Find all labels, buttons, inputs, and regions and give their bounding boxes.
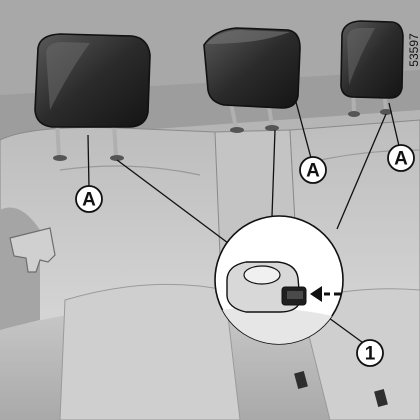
callout-1-button: 1 bbox=[357, 340, 383, 366]
release-button-face bbox=[287, 291, 303, 299]
callout-a-left: A bbox=[76, 186, 102, 212]
release-housing-top bbox=[244, 266, 280, 284]
callout-a-center: A bbox=[300, 157, 326, 183]
svg-text:A: A bbox=[306, 161, 320, 182]
svg-text:1: 1 bbox=[365, 344, 376, 365]
callout-a-right: A bbox=[388, 145, 414, 171]
cushion-front-left bbox=[60, 284, 240, 420]
svg-text:A: A bbox=[82, 190, 96, 211]
figure-reference-number: 53597 bbox=[407, 33, 420, 67]
svg-text:A: A bbox=[394, 149, 408, 170]
